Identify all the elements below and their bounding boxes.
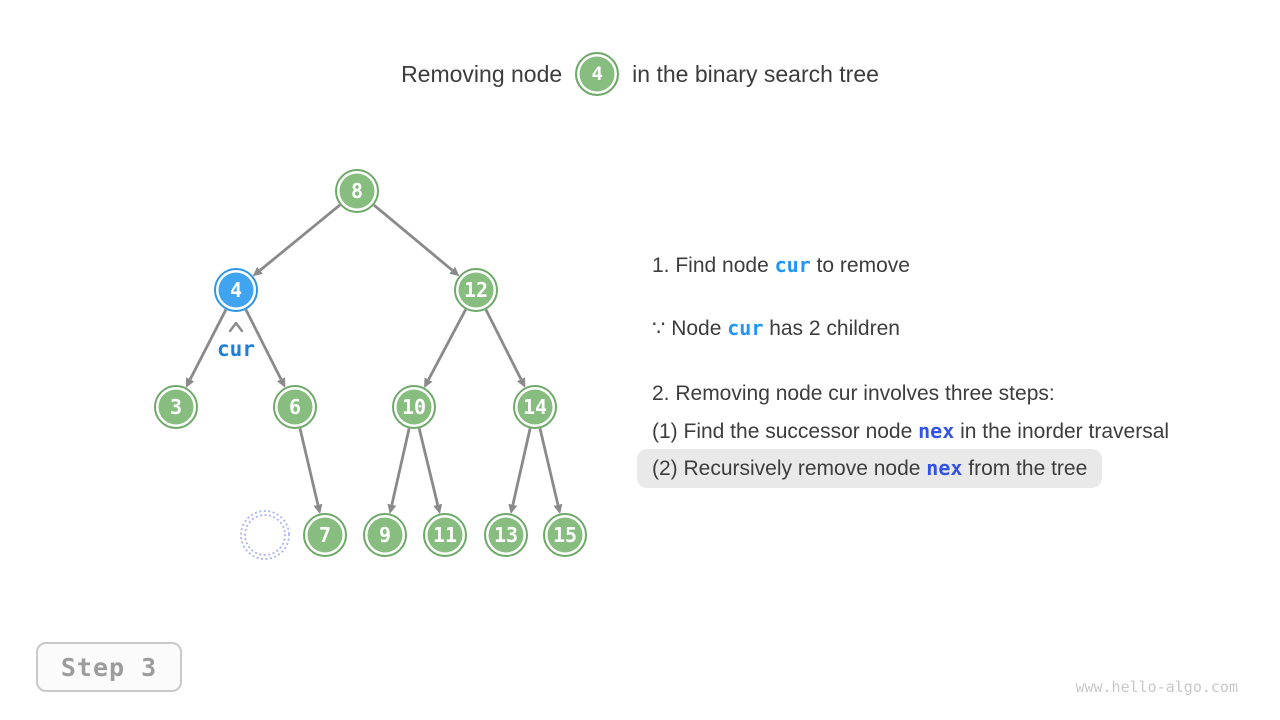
note-text: 2. Removing node cur involves three step… [652, 382, 1055, 405]
inline-code: cur [774, 253, 811, 277]
step-badge-label: Step 3 [60, 652, 158, 682]
tree-node-4: 4 [214, 268, 258, 312]
tree-node-value: 6 [289, 395, 301, 419]
tree-node-value: 3 [170, 395, 182, 419]
inline-code: nex [926, 456, 963, 480]
notes-panel: 1. Find node cur to remove ∵ Node cur has… [637, 251, 1267, 488]
tree-node-value: 11 [433, 523, 457, 547]
step-badge: Step 3 [36, 642, 182, 692]
tree-node-15: 15 [543, 513, 587, 557]
note-line-1: 1. Find node cur to remove [652, 251, 1267, 280]
highlight-pill: (2) Recursively remove node nex from the… [637, 449, 1103, 488]
note-text: (2) Recursively remove node [652, 457, 927, 480]
tree-edge-14-13 [508, 428, 532, 515]
tree-node-value: 8 [351, 179, 363, 203]
note-text: in the inorder traversal [954, 420, 1170, 443]
tree-node-value: 12 [464, 278, 488, 302]
cur-caret-icon [228, 321, 244, 333]
tree-node-value: 10 [402, 395, 426, 419]
note-text: 1. Find node [652, 254, 775, 277]
tree-node-3: 3 [154, 385, 198, 429]
tree-node-value: 14 [523, 395, 547, 419]
tree-edge-8-4 [252, 203, 341, 277]
note-text: to remove [810, 254, 910, 277]
tree-node-6: 6 [273, 385, 317, 429]
title-node-circle: 4 [575, 52, 620, 96]
tree-node-value: 7 [319, 523, 331, 547]
note-line-3: 2. Removing node cur involves three step… [652, 380, 1267, 408]
tree-edge-10-9 [387, 428, 411, 515]
cur-pointer-label: cur [217, 337, 255, 361]
tree-edge-8-12 [373, 203, 460, 277]
note-text: from the tree [962, 457, 1088, 480]
tree-edge-6-7 [298, 428, 323, 515]
tree-edge-10-11 [417, 428, 443, 515]
tree-node-8: 8 [335, 169, 379, 213]
placeholder-dotted-circle-inner [244, 514, 286, 556]
title-prefix: Removing node [401, 60, 563, 87]
page-title: Removing node 4 in the binary search tre… [0, 51, 1280, 97]
placeholder-dotted-circle-outer [240, 510, 290, 560]
note-line-5: (2) Recursively remove node nex from the… [637, 449, 1267, 488]
tree-node-value: 4 [230, 278, 242, 302]
note-text: (1) Find the successor node [652, 420, 919, 443]
tree-node-11: 11 [423, 513, 467, 557]
note-text: has 2 children [763, 317, 900, 340]
tree-edge-4-3 [185, 308, 228, 388]
tree-node-10: 10 [392, 385, 436, 429]
watermark: www.hello-algo.com [1075, 678, 1238, 696]
note-line-2: ∵ Node cur has 2 children [652, 314, 1267, 343]
tree-node-12: 12 [454, 268, 498, 312]
tree-edge-12-14 [484, 309, 526, 388]
title-node-value: 4 [591, 63, 603, 85]
tree-node-14: 14 [513, 385, 557, 429]
tree-edge-4-6 [244, 309, 286, 388]
tree-node-value: 13 [494, 523, 518, 547]
tree-node-13: 13 [484, 513, 528, 557]
note-text: ∵ Node [652, 317, 728, 340]
title-suffix: in the binary search tree [632, 60, 879, 87]
tree-node-9: 9 [363, 513, 407, 557]
tree-node-value: 15 [553, 523, 577, 547]
tree-node-value: 9 [379, 523, 391, 547]
tree-node-7: 7 [303, 513, 347, 557]
tree-edge-12-10 [424, 308, 467, 389]
inline-code: cur [727, 316, 764, 340]
tree-edge-14-15 [538, 428, 563, 515]
inline-code: nex [918, 419, 955, 443]
note-line-4: (1) Find the successor node nex in the i… [652, 417, 1267, 446]
